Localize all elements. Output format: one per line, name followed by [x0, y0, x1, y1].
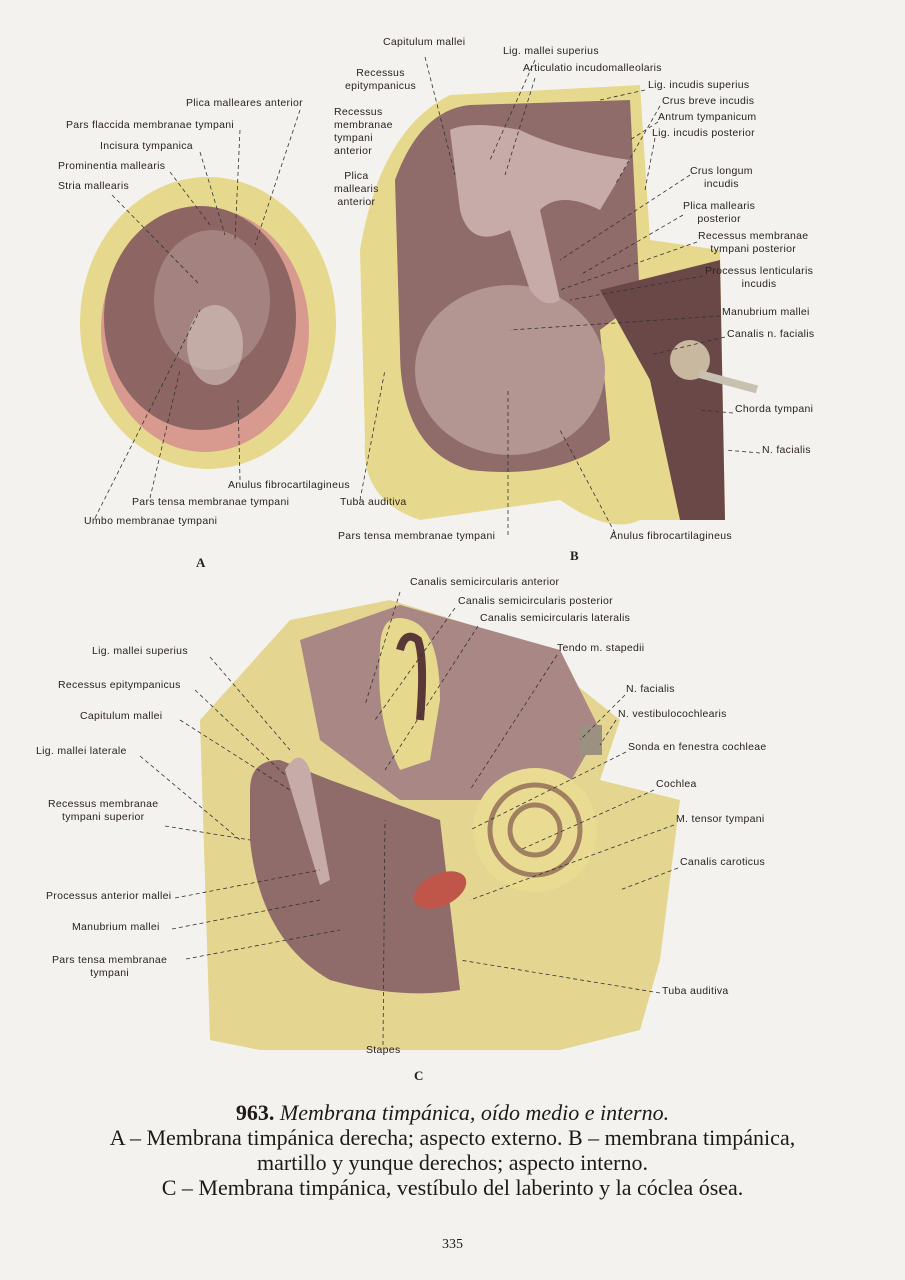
label-c: Recessus epitympanicus: [58, 679, 181, 691]
caption-heading: Membrana timpánica, oído medio e interno…: [279, 1100, 670, 1125]
label-c: Capitulum mallei: [80, 710, 163, 722]
label-c: N. facialis: [626, 683, 675, 695]
label-a: Pars tensa membranae tympani: [132, 496, 290, 508]
label-b: Capitulum mallei: [383, 36, 466, 48]
label-b: Lig. incudis superius: [648, 79, 750, 91]
label-b: Manubrium mallei: [722, 306, 810, 318]
figure-c-letter: C: [414, 1068, 424, 1083]
label-c: Sonda en fenestra cochleae: [628, 741, 767, 753]
label-b: Pars tensa membranae tympani: [338, 530, 496, 542]
label-a: Anulus fibrocartilagineus: [228, 479, 350, 491]
label-c: N. vestibulocochlearis: [618, 708, 727, 720]
label-c: Processus anterior mallei: [46, 890, 172, 902]
label-c: Pars tensa membranae tympani: [52, 954, 168, 979]
label-a: Plica malleares anterior: [186, 97, 303, 109]
figure-a-letter: A: [196, 555, 206, 570]
label-c: M. tensor tympani: [676, 813, 765, 825]
label-b: Crus longum incudis: [690, 165, 753, 190]
label-b: Lig. incudis posterior: [652, 127, 755, 139]
label-c: Cochlea: [656, 778, 697, 790]
label-a: Stria mallearis: [58, 180, 130, 192]
caption-line: martillo y yunque derechos; aspecto inte…: [257, 1150, 648, 1175]
figure-number: 963.: [235, 1100, 275, 1125]
label-c: Canalis semicircularis posterior: [458, 595, 613, 607]
label-c: Canalis semicircularis lateralis: [480, 612, 631, 624]
label-b: Canalis n. facialis: [727, 328, 815, 340]
label-c: Tuba auditiva: [662, 985, 729, 997]
label-b: Tuba auditiva: [340, 496, 407, 508]
label-b: Lig. mallei superius: [503, 45, 599, 57]
label-b: Recessus epitympanicus: [345, 67, 417, 92]
label-c: Canalis semicircularis anterior: [410, 576, 560, 588]
caption-line: C – Membrana timpánica, vestíbulo del la…: [161, 1175, 744, 1200]
label-b: Chorda tympani: [735, 403, 814, 415]
label-a: Incisura tympanica: [100, 140, 193, 152]
leader-lines: [94, 56, 761, 1046]
figure-a-drawing: [80, 177, 336, 469]
label-c: Canalis caroticus: [680, 856, 766, 868]
label-b: Plica mallearis posterior: [683, 200, 756, 225]
label-b: Plica mallearis anterior: [334, 170, 379, 208]
caption-line: A – Membrana timpánica derecha; aspecto …: [109, 1125, 796, 1150]
label-c: Lig. mallei superius: [92, 645, 188, 657]
figure-c-drawing: [200, 600, 680, 1050]
label-c: Lig. mallei laterale: [36, 745, 127, 757]
label-b: N. facialis: [762, 444, 811, 456]
label-c: Manubrium mallei: [72, 921, 160, 933]
label-b: Crus breve incudis: [662, 95, 755, 107]
label-b: Recessus membranae tympani posterior: [698, 230, 809, 255]
label-b: Articulatio incudomalleolaris: [523, 62, 662, 74]
figure-b-letter: B: [570, 548, 579, 563]
label-a: Prominentia mallearis: [58, 160, 166, 172]
label-c: Stapes: [366, 1044, 401, 1056]
label-c: Tendo m. stapedii: [557, 642, 645, 654]
label-b: Processus lenticularis incudis: [705, 265, 814, 290]
label-b: Anulus fibrocartilagineus: [610, 530, 732, 542]
label-a: Umbo membranae tympani: [84, 515, 218, 527]
page-number: 335: [442, 1237, 463, 1252]
label-b: Antrum tympanicum: [658, 111, 757, 123]
figure-b-drawing: [360, 85, 758, 525]
label-c: Recessus membranae tympani superior: [48, 798, 159, 823]
label-b: Recessus membranae tympani anterior: [334, 106, 393, 157]
caption-title: 963. Membrana timpánica, oído medio e in…: [0, 1100, 905, 1125]
label-a: Pars flaccida membranae tympani: [66, 119, 235, 131]
